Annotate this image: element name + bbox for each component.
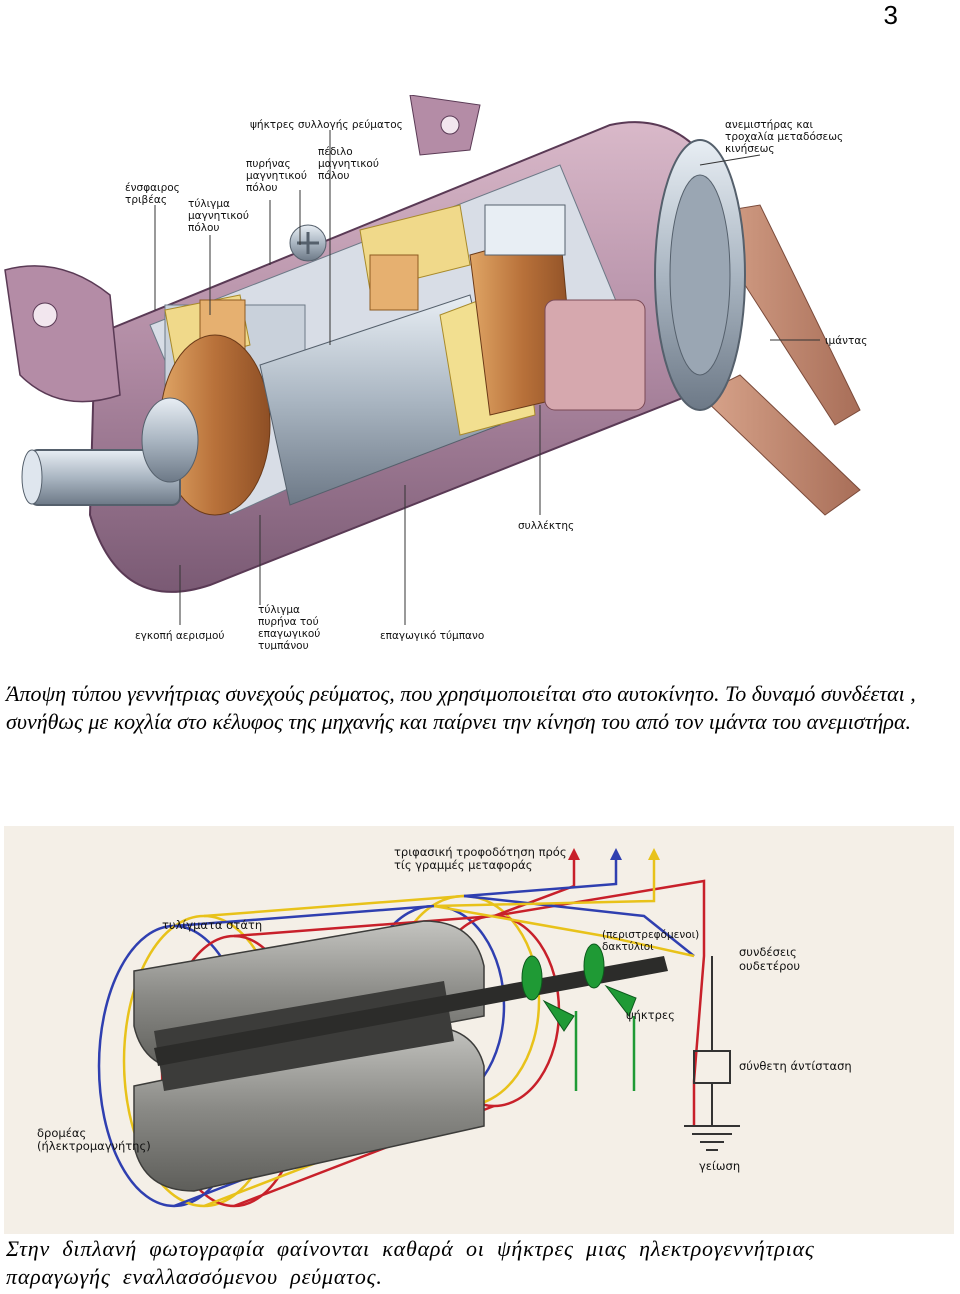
label-rotor-2: (ήλεκτρομαγνήτης) <box>37 1139 151 1153</box>
label-pole-winding-2: μαγνητικού <box>188 210 249 222</box>
label-pole-core-1: πυρήνας <box>246 158 291 170</box>
label-commutator: συλλέκτης <box>518 520 574 532</box>
label-fan-2: τροχαλία μεταδόσεως <box>725 131 843 143</box>
leader-lines <box>154 130 820 625</box>
label-three-phase-1: τριφασική τροφοδότηση πρός <box>394 845 567 859</box>
label-slip-rings-2: δακτύλιοι <box>602 941 654 953</box>
label-stator-windings: τυλίγματα στάτη <box>162 918 262 932</box>
label-fan-3: κινήσεως <box>725 143 775 155</box>
caption-dc-generator: Άποψη τύπου γεννήτριας συνεχούς ρεύματος… <box>6 681 916 734</box>
label-fan-1: ανεμιστήρας και <box>725 119 814 131</box>
label-pole-shoe-1: πέδιλο <box>318 146 353 158</box>
ground-icon <box>684 1125 740 1151</box>
page-number: 3 <box>883 0 898 30</box>
label-armature-drum: επαγωγικό τύμπανο <box>380 630 484 642</box>
label-ventilation-slot: εγκοπή αερισμού <box>135 630 224 642</box>
label-brushes: ψήκτρες συλλογής ρεύματος <box>250 119 403 131</box>
label-neutral-1: συνδέσεις <box>739 945 797 959</box>
label-pole-winding-1: τύλιγμα <box>188 198 230 210</box>
rotor-shaft <box>154 943 668 1066</box>
label-slip-rings-1: (περιστρεφόμενοι) <box>602 929 699 941</box>
label-pole-core-3: πόλου <box>246 182 277 194</box>
label-rotor-1: δρομέας <box>37 1126 86 1140</box>
label-pole-winding-3: πόλου <box>188 222 219 234</box>
shaft <box>21 397 199 506</box>
label-armature-winding-1: τύλιγμα <box>258 604 300 616</box>
label-belt: ιμάντας <box>825 335 867 347</box>
composite-resistor <box>693 956 731 1126</box>
label-bearing-2: τριβέας <box>125 194 167 206</box>
label-brushes: ψήκτρες <box>626 1008 675 1022</box>
label-armature-winding-2: πυρήνα τού <box>258 616 319 628</box>
label-pole-shoe-2: μαγνητικού <box>318 158 379 170</box>
label-armature-winding-4: τυμπάνου <box>258 640 309 650</box>
label-ground: γείωση <box>699 1159 740 1173</box>
label-pole-shoe-3: πόλου <box>318 170 349 182</box>
label-pole-core-2: μαγνητικού <box>246 170 307 182</box>
label-bearing-1: ένσφαιρος <box>125 182 180 194</box>
output-lines <box>433 856 706 1126</box>
fan-pulley <box>654 139 746 411</box>
label-armature-winding-3: επαγωγικού <box>258 628 320 640</box>
caption-ac-generator: Στην διπλανή φωτογραφία φαίνονται καθαρά… <box>6 1236 815 1289</box>
ac-alternator-illustration: τριφασική τροφοδότηση πρός τίς γραμμές μ… <box>4 826 954 1234</box>
label-composite-resistance: σύνθετη άντίσταση <box>739 1059 852 1073</box>
dc-generator-illustration: ψήκτρες συλλογής ρεύματος ανεμιστήρας κα… <box>4 95 867 650</box>
label-three-phase-2: τίς γραμμές μεταφοράς <box>394 858 532 872</box>
label-neutral-2: ουδετέρου <box>739 959 800 973</box>
